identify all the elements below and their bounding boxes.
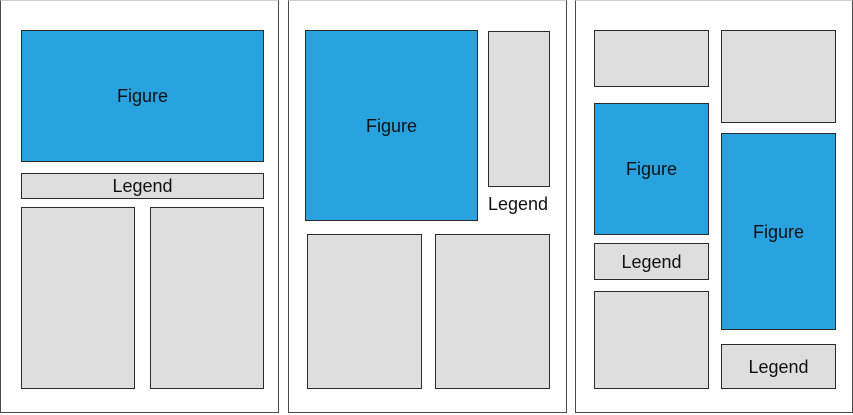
content-panel: [721, 30, 836, 123]
figure-panel: Figure: [721, 133, 836, 330]
figure-panel: Figure: [594, 103, 709, 235]
content-panel: [435, 234, 550, 389]
legend-panel: [488, 31, 550, 187]
legend-label: Legend: [748, 356, 809, 377]
legend-label: Legend: [621, 251, 682, 272]
page-layout-1: Figure Legend: [0, 0, 279, 413]
figure-label: Figure: [625, 159, 678, 179]
page-layout-3: Figure Legend Figure Legend: [575, 0, 853, 413]
figure-panel: Figure: [21, 30, 264, 162]
page-layout-2: Figure Legend: [288, 0, 567, 413]
figure-label: Figure: [365, 115, 418, 136]
legend-panel: Legend: [21, 173, 264, 199]
content-panel: [307, 234, 422, 389]
content-panel: [150, 207, 264, 389]
figure-label: Figure: [752, 221, 805, 242]
content-panel: [594, 291, 709, 389]
legend-label: Legend: [112, 176, 173, 196]
figure-label: Figure: [116, 86, 169, 106]
figure-panel: Figure: [305, 30, 478, 221]
legend-panel: Legend: [594, 243, 709, 280]
legend-panel: Legend: [721, 344, 836, 389]
legend-label: Legend: [488, 194, 549, 214]
content-panel: [21, 207, 135, 389]
content-panel: [594, 30, 709, 87]
